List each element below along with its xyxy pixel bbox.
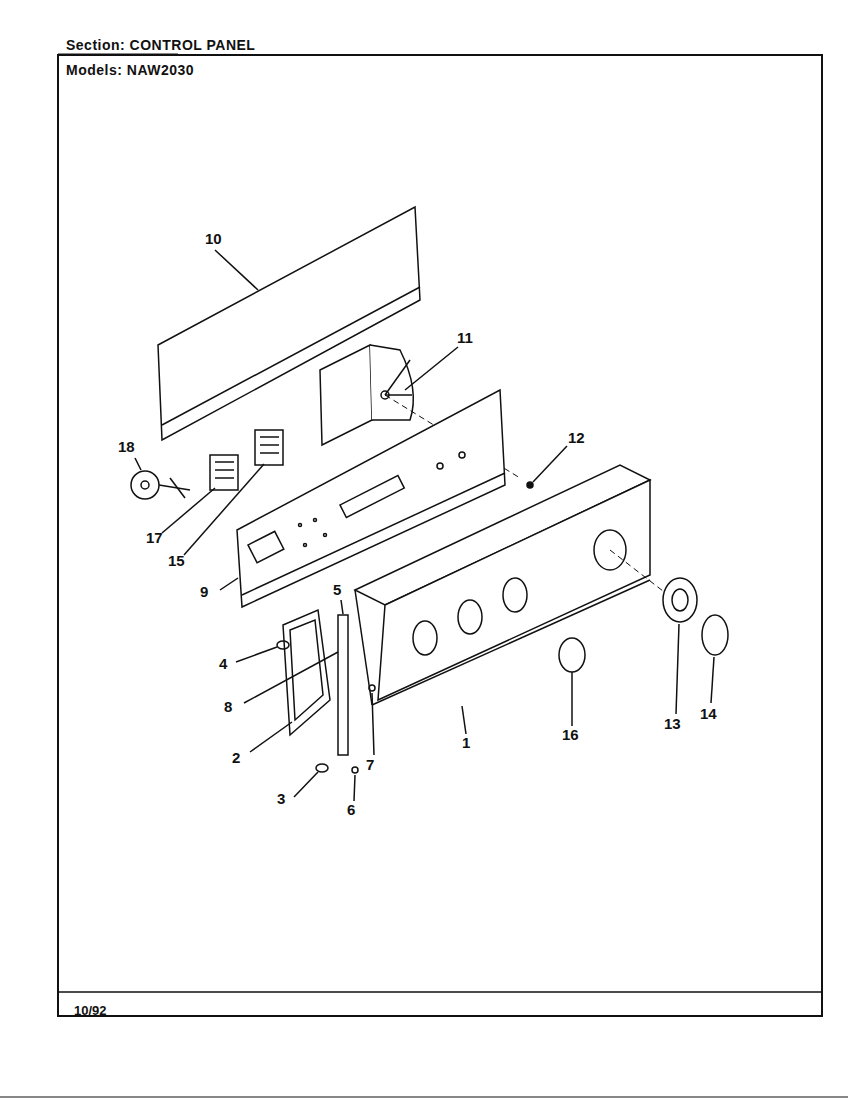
callout-number: 16	[562, 727, 579, 742]
callout-number: 5	[333, 582, 341, 597]
section-title: Section: CONTROL PANEL	[66, 38, 255, 52]
callout-number: 13	[664, 716, 681, 731]
callout-number: 12	[568, 430, 585, 445]
callout-number: 6	[347, 802, 355, 817]
callout-number: 9	[200, 584, 208, 599]
callout-number: 4	[219, 656, 227, 671]
callout-number: 2	[232, 750, 240, 765]
callout-number: 14	[700, 706, 717, 721]
callout-number: 10	[205, 231, 222, 246]
callout-number: 7	[366, 757, 374, 772]
callout-number: 1	[462, 735, 470, 750]
callout-number: 18	[118, 439, 135, 454]
date-label: 10/92	[74, 1004, 107, 1017]
callout-number: 3	[277, 791, 285, 806]
model-label: Models: NAW2030	[66, 63, 194, 77]
callout-number: 17	[146, 530, 163, 545]
callout-number: 11	[457, 330, 473, 345]
callout-number: 15	[168, 553, 185, 568]
callout-number: 8	[224, 699, 232, 714]
